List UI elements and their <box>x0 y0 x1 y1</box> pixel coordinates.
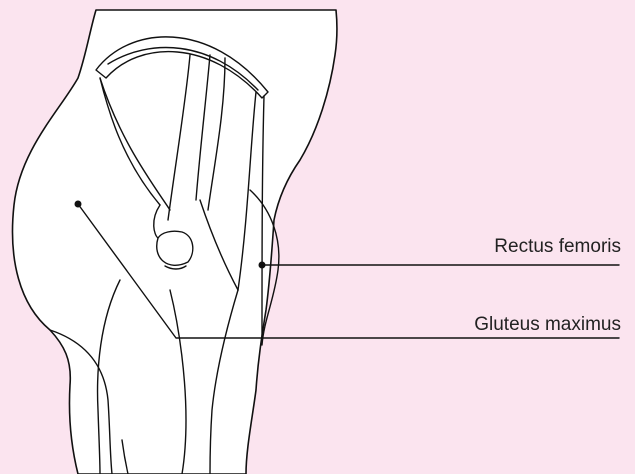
gluteus-maximus-label: Gluteus maximus <box>474 315 621 334</box>
rectus-femoris-label: Rectus femoris <box>494 237 621 256</box>
